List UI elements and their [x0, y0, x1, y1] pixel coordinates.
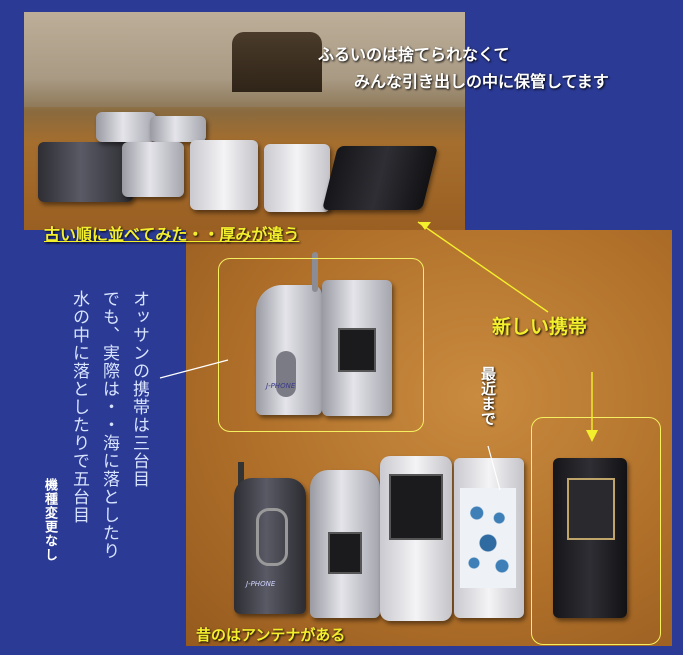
caption-top-line1: ふるいのは捨てられなくて	[318, 45, 510, 64]
caption-col3: 水の中に落としたりで五台目	[69, 290, 89, 524]
caption-top-line2: みんな引き出しの中に保管してます	[354, 72, 609, 91]
brand-label: J-PHONE	[266, 382, 296, 390]
phone-screen	[328, 532, 362, 574]
phone-folded-1	[96, 112, 156, 142]
phone-black-newest	[553, 458, 627, 618]
chair	[232, 32, 322, 92]
caption-recent: 最近まで	[479, 366, 497, 426]
arrow-line	[159, 359, 229, 379]
phone-stack-old	[38, 142, 133, 202]
phone-window	[256, 508, 288, 566]
highlight-box-newest	[531, 417, 661, 645]
caption-antenna: 昔のはアンテナがある	[196, 626, 346, 644]
caption-col2: でも、実際は・・海に落としたり	[99, 290, 119, 560]
brand-label: J-PHONE	[246, 580, 276, 588]
phone-silver-camera	[310, 470, 380, 618]
phone-screen	[567, 478, 615, 540]
snowflake-pattern	[460, 488, 516, 588]
phone-screen	[389, 474, 443, 540]
antenna	[238, 462, 244, 492]
highlight-box-current	[218, 258, 424, 432]
phone-jphone-antenna	[256, 285, 322, 415]
arrow-line	[417, 221, 549, 313]
phone-hinge	[276, 351, 296, 397]
phone-dark-antenna	[234, 478, 306, 614]
phone-white-slider	[380, 456, 452, 621]
arrow-head	[586, 430, 598, 442]
caption-no-change: 機種変更なし	[42, 478, 57, 562]
antenna	[312, 252, 318, 292]
caption-col1: オッサンの携帯は三台目	[129, 290, 149, 488]
arrow-head	[419, 222, 431, 230]
phone-screen	[338, 328, 376, 372]
arrow-line	[487, 445, 501, 491]
phone-folded-2	[150, 116, 206, 142]
phone-white-side	[190, 140, 258, 210]
top-photo	[24, 12, 465, 230]
phone-silver-flip	[322, 280, 392, 416]
phone-snowflake-side	[264, 144, 330, 212]
phone-silver-side	[122, 142, 184, 197]
caption-order: 古い順に並べてみた・・厚みが違う	[44, 225, 300, 244]
caption-newest: 新しい携帯	[492, 316, 588, 338]
phone-snowflake	[454, 458, 524, 618]
